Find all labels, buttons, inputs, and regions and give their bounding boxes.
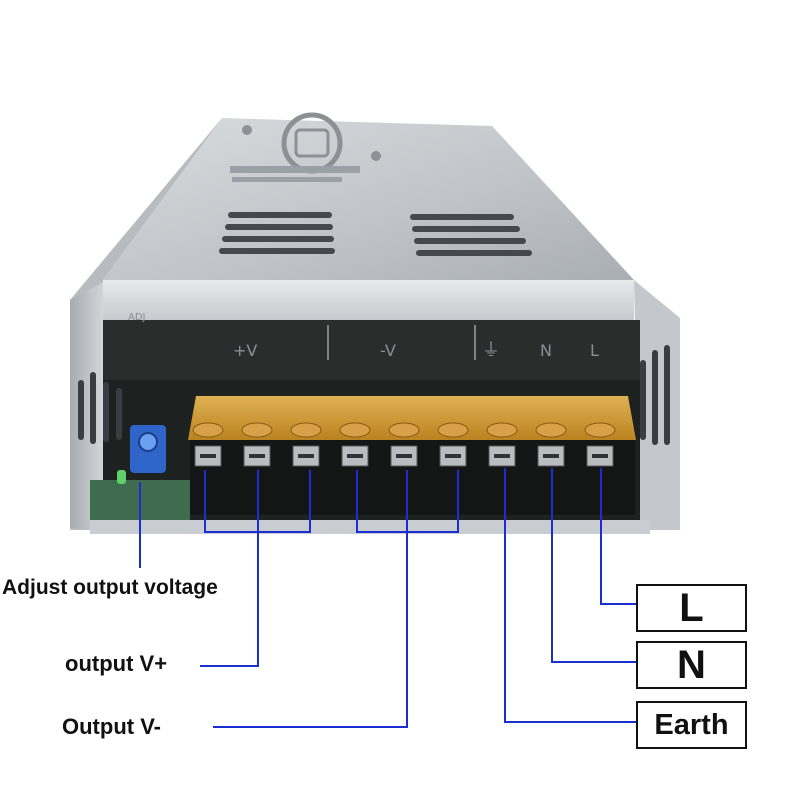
l-marking: L [590,341,599,360]
vminus-marking: -V [380,341,396,360]
case-left-flange [70,282,103,530]
terminal-screw [535,422,567,467]
terminal-screw [388,422,420,467]
wire-vminus [213,470,408,728]
led-icon [117,470,126,484]
earth-box: Earth [636,701,747,749]
output-vplus-label: output V+ [65,651,168,676]
vent-slots-right [410,214,532,256]
side-vents-right [640,345,670,445]
terminal-screw [290,422,322,467]
wire-n [551,468,636,663]
terminal-screw [241,422,273,467]
n-box: N [636,641,747,689]
wire-l [600,468,636,605]
earth-symbol-icon: ⏚ [482,340,500,361]
terminal-screw [486,422,518,467]
potentiometer-icon [130,425,166,473]
output-vminus-label: Output V- [62,714,161,739]
adj-marking: ADJ [128,312,146,323]
case-top-panel [103,118,634,280]
wiring-lines [139,468,636,728]
vplus-marking: +V [233,341,257,360]
side-vents-left [78,372,122,444]
vent-slots-left [219,212,335,254]
l-box: L [636,584,747,632]
terminal-block [190,430,635,515]
terminal-screw [584,422,616,467]
adjust-voltage-label: Adjust output voltage [2,576,218,599]
top-embossed-text [230,166,360,182]
wire-earth [504,468,636,723]
wire-vplus [200,470,259,667]
terminal-screw [339,422,371,467]
terminal-markings: ADJ +V -V ⏚ N L [128,312,599,361]
terminal-screw [437,422,469,467]
front-label-strip [103,280,634,320]
n-marking: N [540,341,552,360]
terminal-screws [192,422,616,467]
terminal-screw [192,422,224,467]
